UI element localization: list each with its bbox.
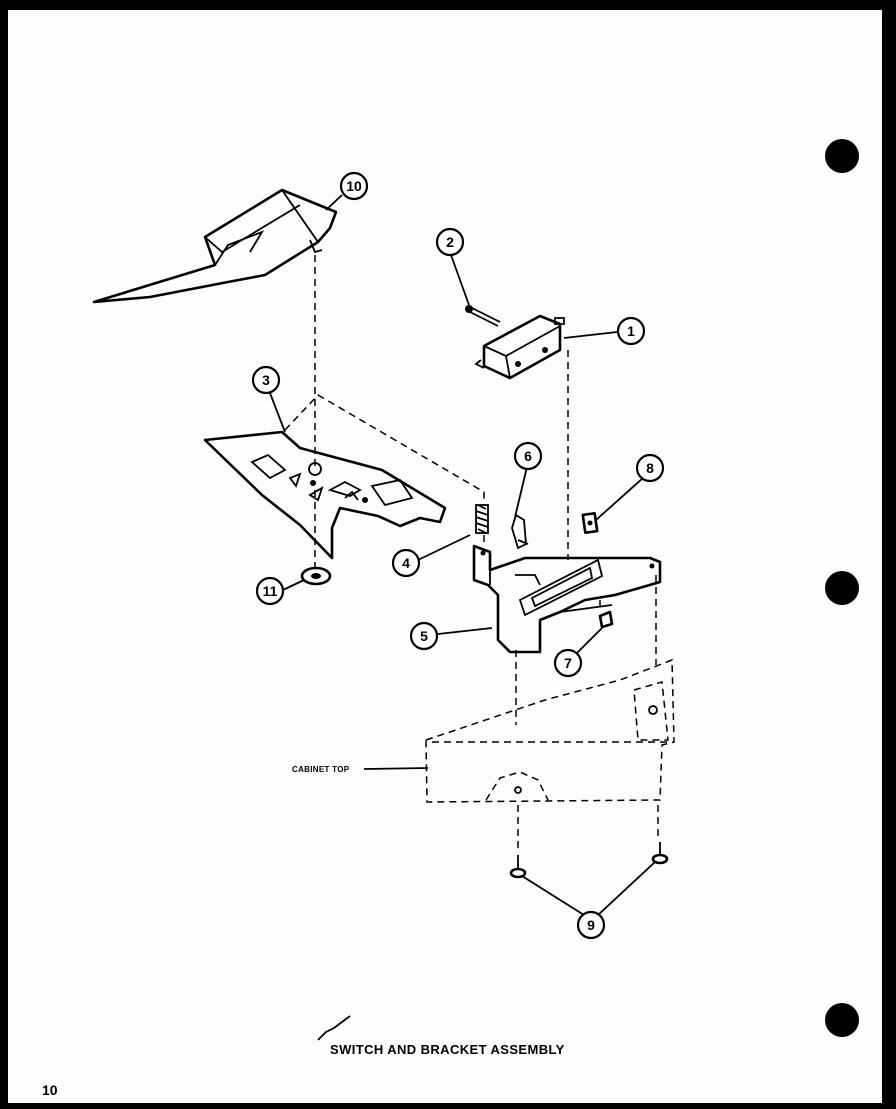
leader-lines [269,194,656,916]
diagram-sheet [8,10,882,1103]
callout-6-label: 6 [524,448,532,464]
part-8-nut [581,511,599,535]
part-4-spring [475,504,489,534]
cabinet-top-outline [425,658,675,803]
callout-4-label: 4 [402,555,410,571]
callout-8-label: 8 [646,460,654,476]
callout-1: 1 [616,316,646,346]
callout-2-label: 2 [446,234,454,250]
punch-hole-bottom [825,1003,859,1037]
callout-5-label: 5 [420,628,428,644]
cabinet-top-label: CABINET TOP [292,765,350,774]
callout-9: 9 [576,910,606,940]
punch-hole-middle [825,571,859,605]
punch-hole-top [825,139,859,173]
diagram-caption: SWITCH AND BRACKET ASSEMBLY [330,1042,565,1057]
callout-11-label: 11 [263,583,278,599]
part-2-screw [465,305,501,327]
part-5-bracket [472,544,662,654]
callout-1-label: 1 [627,323,635,339]
callout-11: 11 [255,576,285,606]
callout-10: 10 [339,171,369,201]
callout-6: 6 [513,441,543,471]
callout-10-label: 10 [346,178,362,194]
part-1-switch [474,314,565,380]
part-9-screws [509,842,669,879]
callout-4: 4 [391,548,421,578]
alignment-lines [284,255,659,852]
page-number: 10 [42,1082,58,1098]
part-3-plate [203,430,447,560]
callout-2: 2 [435,227,465,257]
callout-3-label: 3 [262,372,270,388]
callout-7: 7 [553,648,583,678]
callout-5: 5 [409,621,439,651]
part-11-washer [300,566,332,586]
callout-7-label: 7 [564,655,572,671]
callout-9-label: 9 [587,917,595,933]
callout-3: 3 [251,365,281,395]
callout-8: 8 [635,453,665,483]
part-7-clip [598,610,614,629]
part-6-clip [511,513,529,550]
caption-flourish [317,1015,351,1041]
part-10-lever [92,188,338,304]
